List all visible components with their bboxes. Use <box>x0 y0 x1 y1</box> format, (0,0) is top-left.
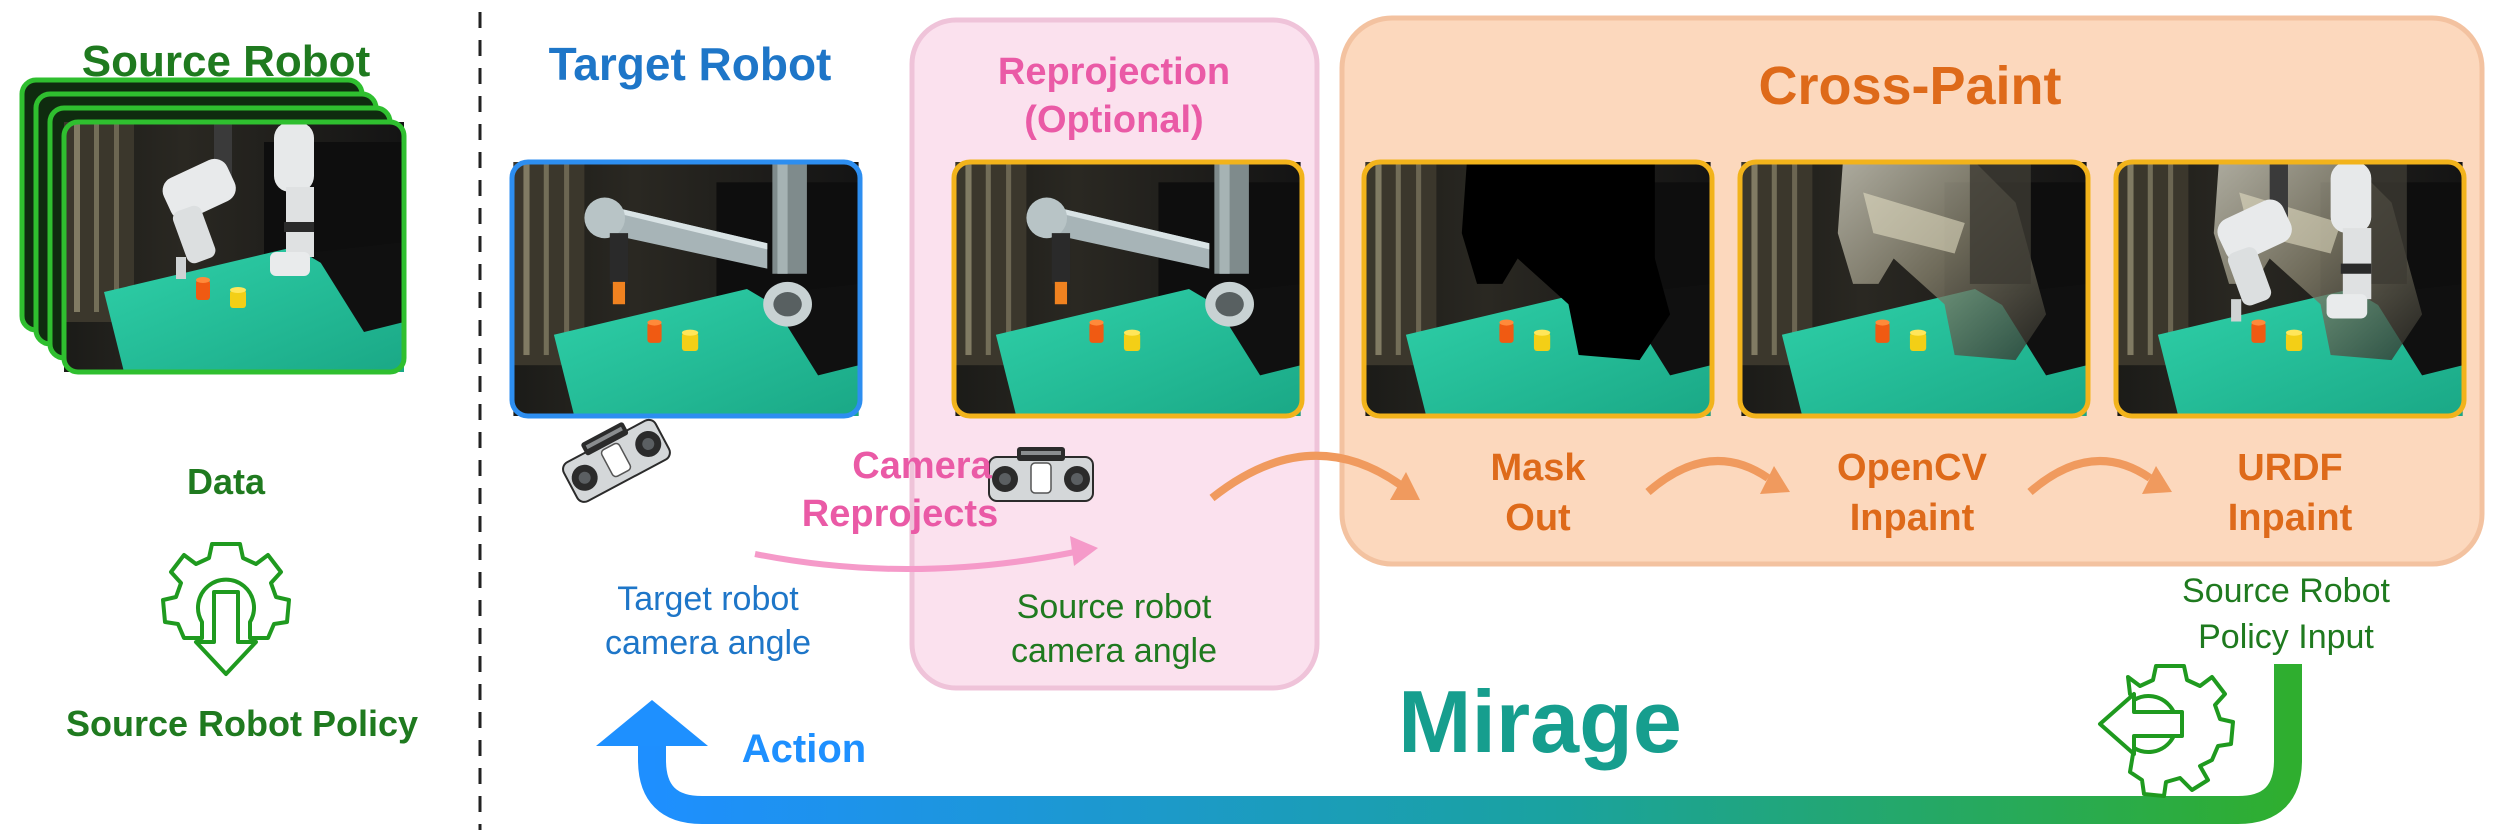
reprojection-title-line2: (Optional) <box>1024 99 1203 141</box>
policy-input-label-line1: Source Robot <box>2182 572 2390 610</box>
crosspaint-title: Cross-Paint <box>1758 56 2061 116</box>
opencv-inpaint-image <box>1741 162 2086 416</box>
mask-out-image-frame <box>1361 159 1715 419</box>
step-opencv-line1: OpenCV <box>1837 447 1988 489</box>
camera-reprojects-line1: Camera <box>852 445 992 487</box>
step-mask-line2: Out <box>1505 497 1571 539</box>
camera-reprojects-line2: Reprojects <box>802 493 998 535</box>
opencv-to-urdf-arrow <box>2027 456 2153 496</box>
mirage-loop-arrow <box>638 664 2302 824</box>
policy-input-label-line2: Policy Input <box>2198 618 2374 656</box>
mirage-title: Mirage <box>1398 672 1682 771</box>
source-robot-policy-label: Source Robot Policy <box>66 703 418 744</box>
target-camera-label-line2: camera angle <box>605 624 811 662</box>
to-mask-arrowhead <box>1390 472 1420 500</box>
gear-arrow-left-icon <box>2098 664 2235 798</box>
mask-to-opencv-arrow <box>1645 456 1771 496</box>
action-label: Action <box>742 727 866 771</box>
gear-arrow-down-icon <box>161 542 291 676</box>
reprojected-image-frame <box>951 159 1305 419</box>
urdf-inpaint-image-frame <box>2113 159 2467 419</box>
reprojection-title-line1: Reprojection <box>998 51 1230 93</box>
target-image-frame <box>509 159 863 419</box>
source-robot-image <box>64 122 404 372</box>
mirage-loop-arrowhead <box>596 700 708 746</box>
step-opencv-line2: Inpaint <box>1850 497 1975 539</box>
mask-to-opencv-arrowhead <box>1760 466 1790 494</box>
step-urdf-line2: Inpaint <box>2228 497 2353 539</box>
urdf-inpaint-image <box>2117 162 2462 416</box>
reprojection-arrow <box>754 549 1076 573</box>
step-mask-line1: Mask <box>1490 447 1586 489</box>
opencv-inpaint-image-frame <box>1737 159 2091 419</box>
source-data-stack <box>19 77 407 375</box>
reprojection-arrowhead <box>1070 536 1098 566</box>
reprojected-image <box>955 162 1300 416</box>
to-mask-arrow <box>1209 451 1405 502</box>
mask-out-image <box>1365 162 1710 416</box>
target-camera-label-line1: Target robot <box>617 580 799 618</box>
opencv-to-urdf-arrowhead <box>2142 466 2172 494</box>
target-robot-image <box>513 162 858 416</box>
target-robot-title: Target Robot <box>549 38 832 90</box>
target-camera-icon <box>554 407 674 506</box>
step-urdf-line1: URDF <box>2237 447 2343 489</box>
source-camera-label-line1: Source robot <box>1017 588 1212 626</box>
source-camera-label-line2: camera angle <box>1011 632 1217 670</box>
data-label: Data <box>187 461 266 502</box>
